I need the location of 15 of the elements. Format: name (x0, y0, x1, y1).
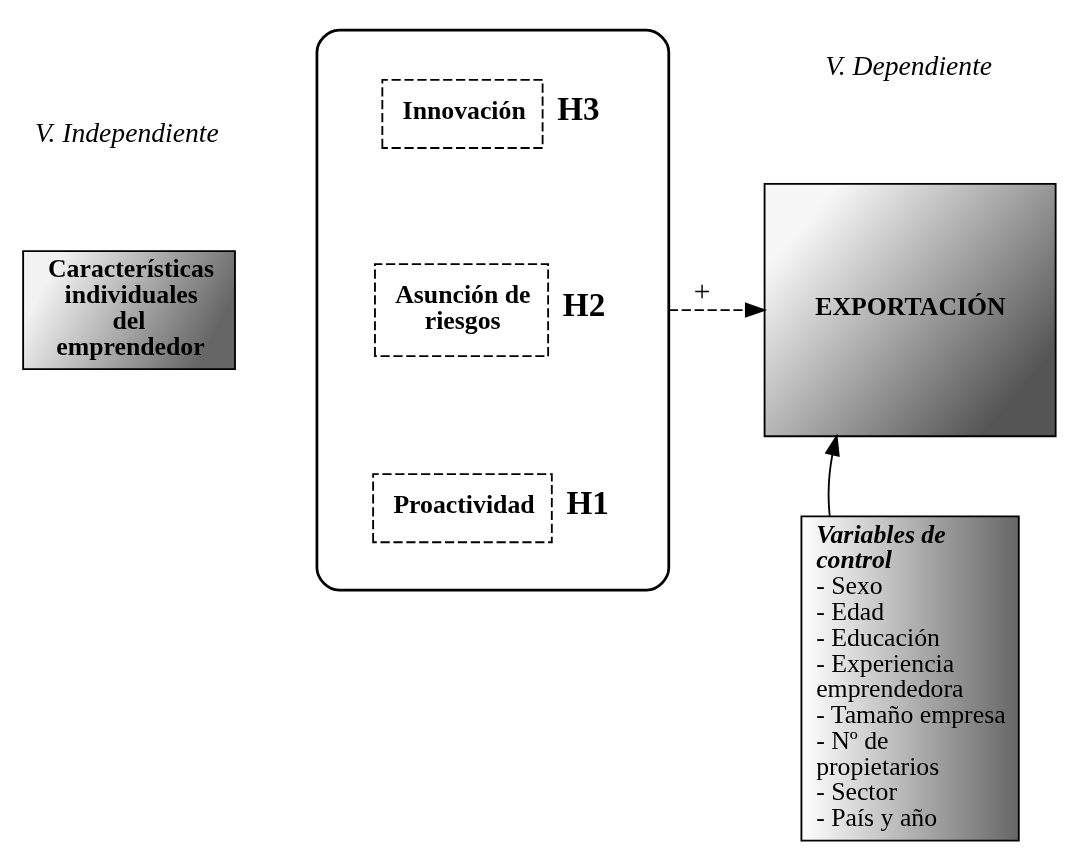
arrow (824, 433, 840, 517)
node-label: H3 (556, 90, 600, 128)
node-box: Variables de control - Sexo - Edad - Educación - Experiencia emprendedora - Tamaño empresa - Nº de propietarios - Sector - País y año (800, 515, 1020, 842)
node-box: Innovación (380, 78, 544, 149)
node-label: H1 (566, 484, 609, 522)
edge-label: + (693, 274, 710, 307)
label: V. Independiente (34, 116, 219, 148)
label: V. Dependiente (824, 50, 992, 82)
node-label: H2 (562, 286, 605, 324)
node-box: EXPORTACIÓN (763, 183, 1057, 438)
arrow (667, 302, 767, 318)
cluster (315, 28, 670, 592)
node-box: Características individuales del emprendedor (21, 250, 236, 370)
node-box: Proactividad (371, 473, 553, 544)
node-box: Asunción de riesgos (373, 263, 549, 358)
